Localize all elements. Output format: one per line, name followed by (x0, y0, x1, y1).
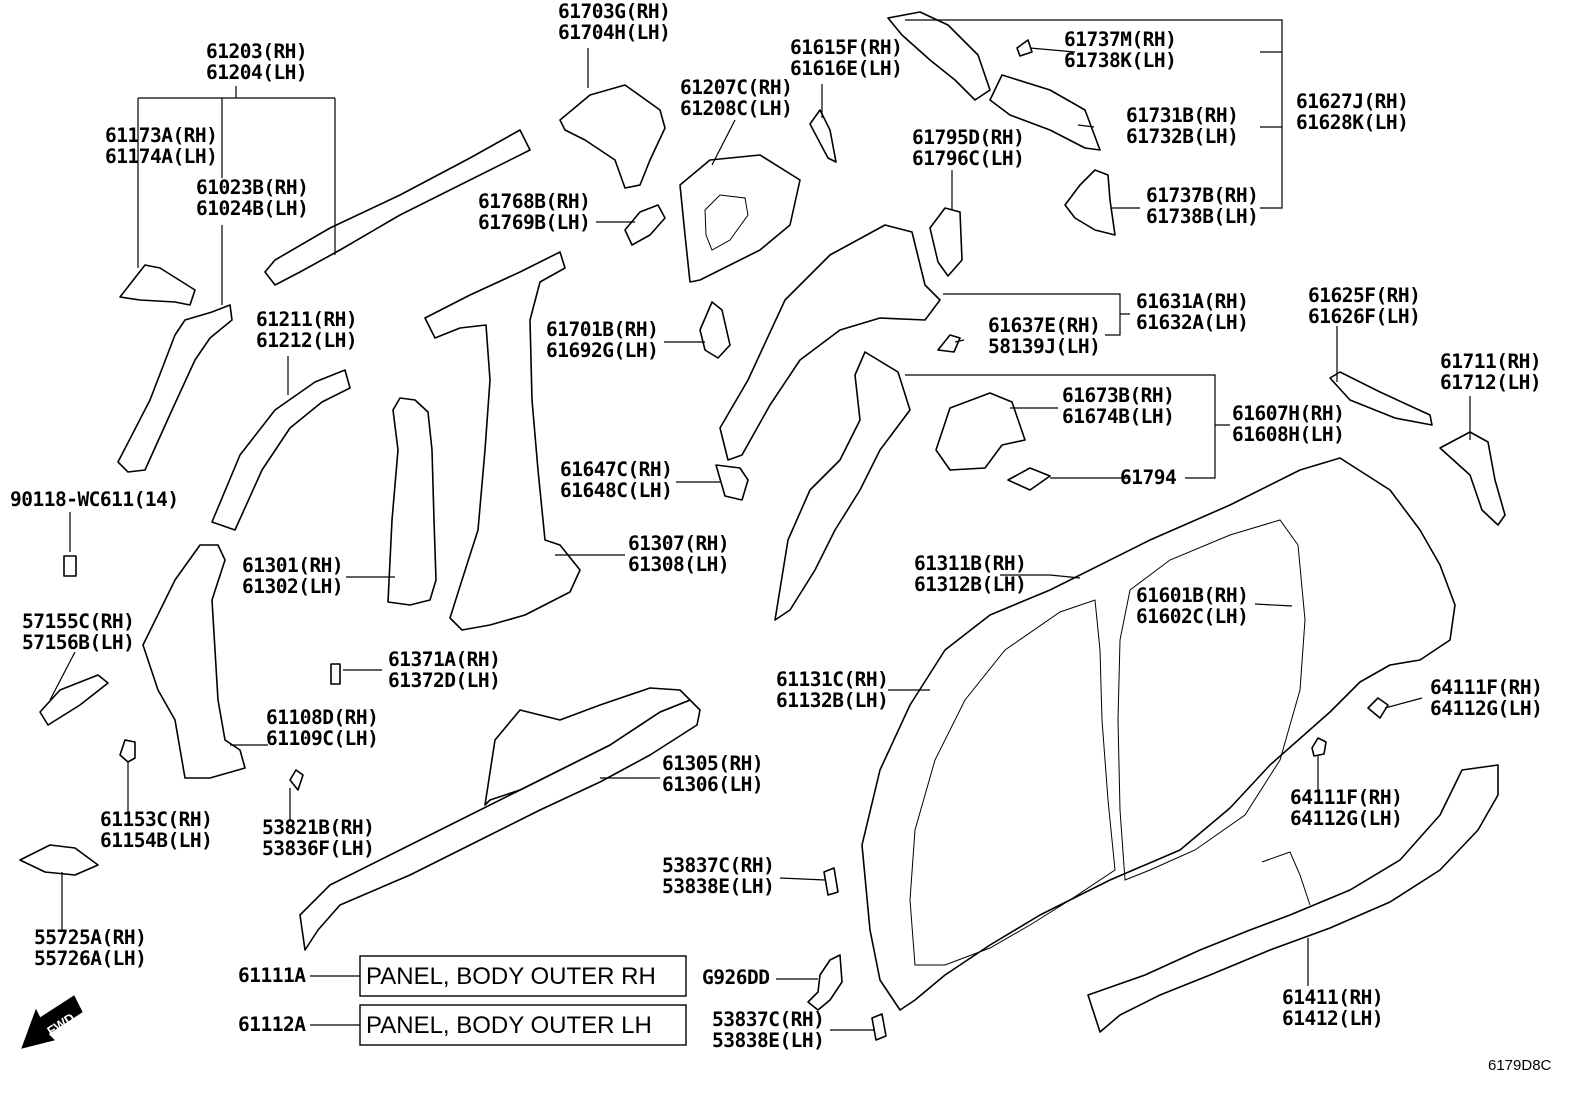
part-61615F (809, 109, 837, 163)
part-shapes (19, 11, 1506, 1041)
label-61625F: 61625F(RH)61626F(LH) (1308, 284, 1420, 328)
part-61153C (119, 739, 136, 763)
part-body-side-front-opening (909, 599, 1116, 966)
label-61794: 61794 (1120, 466, 1176, 489)
box-panel-body-outer-lh-text: PANEL, BODY OUTER LH (366, 1012, 652, 1039)
label-64111F-b: 64111F(RH)64112G(LH) (1290, 786, 1402, 830)
part-57155C-bracket (39, 674, 109, 726)
part-53837C-a (823, 867, 839, 896)
part-53821B (289, 769, 304, 791)
part-61631A-wheelhouse (719, 224, 941, 461)
label-61023B: 61023B(RH)61024B(LH) (196, 176, 308, 220)
part-61768B (624, 204, 666, 246)
label-55725A: 55725A(RH)55726A(LH) (34, 926, 146, 970)
part-a-pillar-lower (142, 544, 246, 779)
part-61637E (937, 334, 961, 353)
fwd-arrow-icon (21, 995, 83, 1049)
part-61795D (929, 207, 963, 277)
part-a-pillar-upper (117, 304, 233, 473)
label-61631A: 61631A(RH)61632A(LH) (1136, 290, 1248, 334)
label-61311B: 61311B(RH)61312B(LH) (914, 552, 1026, 596)
label-61371A: 61371A(RH)61372D(LH) (388, 648, 500, 692)
part-G926DD (807, 954, 843, 1011)
part-61731B (989, 74, 1101, 151)
label-61211: 61211(RH)61212(LH) (256, 308, 357, 352)
part-61673B (935, 392, 1026, 471)
part-61173A-bracket (119, 264, 196, 306)
part-61701B (699, 301, 731, 359)
part-61207C-window (704, 194, 749, 251)
part-53837C-b (871, 1013, 887, 1041)
part-61211-rail (211, 369, 351, 531)
part-90118-clip (63, 555, 77, 577)
part-61371A (330, 663, 341, 685)
description-boxes: PANEL, BODY OUTER RH PANEL, BODY OUTER L… (359, 955, 687, 1046)
leader-lines (49, 19, 1471, 1031)
part-body-side-rear-opening (1117, 519, 1306, 881)
part-61711 (1439, 431, 1506, 526)
label-61108D: 61108D(RH)61109C(LH) (266, 706, 378, 750)
part-61647C (715, 464, 749, 501)
label-61627J: 61627J(RH)61628K(LH) (1296, 90, 1408, 134)
fwd-arrow: FWD (21, 995, 83, 1049)
label-61637E: 61637E(RH)58139J(LH) (988, 314, 1100, 358)
box-panel-body-outer-lh (359, 1004, 687, 1046)
part-roof-rail-inner (264, 129, 531, 286)
label-53837C-a: 53837C(RH)53838E(LH) (662, 854, 774, 898)
diagram-reference-code: 6179D8C (1488, 1057, 1552, 1074)
label-61737B: 61737B(RH)61738B(LH) (1146, 184, 1258, 228)
label-61711: 61711(RH)61712(LH) (1440, 350, 1541, 394)
label-61131C: 61131C(RH)61132B(LH) (776, 668, 888, 712)
label-61768B: 61768B(RH)61769B(LH) (478, 190, 590, 234)
label-61737M: 61737M(RH)61738K(LH) (1064, 28, 1176, 72)
part-61307-b-pillar (424, 251, 581, 631)
part-61411-step (1261, 851, 1311, 906)
label-61795D: 61795D(RH)61796C(LH) (912, 126, 1024, 170)
part-55725A (19, 844, 99, 876)
label-61112A: 61112A (238, 1013, 306, 1036)
part-61305-rocker (299, 699, 701, 951)
part-61737B (1064, 169, 1116, 236)
label-61615F: 61615F(RH)61616E(LH) (790, 36, 902, 80)
part-64111F-a (1367, 697, 1389, 719)
part-61301 (387, 397, 437, 606)
label-61647C: 61647C(RH)61648C(LH) (560, 458, 672, 502)
part-labels: 61203(RH)61204(LH) 61173A(RH)61174A(LH) … (10, 0, 1543, 1052)
label-61153C: 61153C(RH)61154B(LH) (100, 808, 212, 852)
part-61607H-inner (774, 351, 911, 621)
label-61301: 61301(RH)61302(LH) (242, 554, 343, 598)
label-61601B: 61601B(RH)61602C(LH) (1136, 584, 1248, 628)
label-61607H: 61607H(RH)61608H(LH) (1232, 402, 1344, 446)
label-64111F-a: 64111F(RH)64112G(LH) (1430, 676, 1542, 720)
box-panel-body-outer-rh (359, 955, 687, 997)
label-61701B: 61701B(RH)61692G(LH) (546, 318, 658, 362)
part-61737M (1016, 39, 1033, 57)
part-61703G (559, 84, 666, 189)
part-61627J-panel (887, 11, 991, 101)
part-61411-molding (1087, 764, 1499, 1033)
part-64111F-b (1311, 737, 1327, 757)
label-53837C-b: 53837C(RH)53838E(LH) (712, 1008, 824, 1052)
label-61111A: 61111A (238, 964, 306, 987)
part-61207C (679, 154, 801, 283)
label-61703G: 61703G(RH)61704H(LH) (558, 0, 670, 44)
label-61173A: 61173A(RH)61174A(LH) (105, 124, 217, 168)
label-61731B: 61731B(RH)61732B(LH) (1126, 104, 1238, 148)
label-61673B: 61673B(RH)61674B(LH) (1062, 384, 1174, 428)
part-61305-upper (484, 687, 691, 806)
label-61207C: 61207C(RH)61208C(LH) (680, 76, 792, 120)
label-G926DD: G926DD (702, 966, 769, 989)
part-61794 (1007, 467, 1051, 491)
label-57155C: 57155C(RH)57156B(LH) (22, 610, 134, 654)
label-53821B: 53821B(RH)53836F(LH) (262, 816, 374, 860)
part-body-side-outer (861, 457, 1456, 1011)
label-61411: 61411(RH)61412(LH) (1282, 986, 1383, 1030)
label-61203: 61203(RH)61204(LH) (206, 40, 307, 84)
label-90118: 90118-WC611(14) (10, 488, 179, 511)
label-61307: 61307(RH)61308(LH) (628, 532, 729, 576)
part-61625F (1329, 371, 1433, 426)
box-panel-body-outer-rh-text: PANEL, BODY OUTER RH (366, 963, 656, 990)
label-61305: 61305(RH)61306(LH) (662, 752, 763, 796)
